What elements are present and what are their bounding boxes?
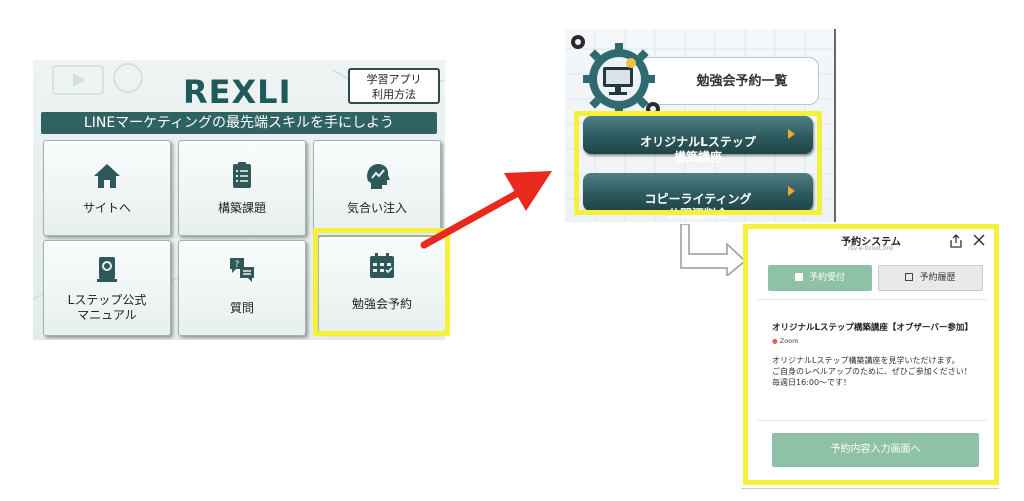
list-icon [905, 273, 914, 281]
manual-book-icon [44, 255, 170, 285]
tile-label: 質問 [229, 301, 254, 315]
study-list-title: 勉強会予約一覧 [635, 57, 819, 105]
go-to-reservation-form-button[interactable]: 予約内容入力画面へ [772, 433, 979, 467]
event-description: オリジナルLステップ構築講座を見学いただけます。 ご自身のレベルアップのために、… [772, 356, 972, 387]
grey-outline-arrow-icon [680, 224, 747, 276]
highlight-box-course-buttons [574, 111, 822, 215]
divider [757, 420, 987, 421]
tile-study-reservation[interactable]: 勉強会予約 [318, 236, 445, 332]
reservation-system-window: 予約システム rsv.e-ticket.link 予約受付 予約履歴 オリジナル… [743, 224, 999, 485]
tile-label: 勉強会予約 [351, 297, 412, 311]
chat-bubbles-icon: ? [179, 255, 305, 285]
rexli-logo: REXLI [183, 73, 292, 111]
play-arrow-icon [788, 129, 795, 139]
calendar-icon [319, 251, 445, 281]
original-lstep-course-button[interactable]: オリジナルLステップ 構築講座 [583, 116, 813, 164]
tile-label: 構築課題 [217, 201, 266, 215]
divider [741, 488, 999, 489]
house-icon [44, 161, 170, 191]
rexli-app-home: REXLI 学習アプリ 利用方法 LINEマーケティングの最先端スキルを手にしよ… [33, 60, 445, 340]
tile-lstep-manual[interactable]: Lステップ公式 マニュアル [43, 240, 171, 336]
tile-label: Lステップ公式 マニュアル [67, 293, 147, 322]
tile-site[interactable]: サイトへ [43, 140, 171, 236]
checklist-icon [179, 161, 305, 191]
learning-app-help-button[interactable]: 学習アプリ 利用方法 [348, 68, 440, 104]
event-location: ● Zoom [772, 337, 972, 345]
head-chart-icon [314, 161, 440, 191]
tile-questions[interactable]: ? 質問 [178, 240, 306, 336]
event-title: オリジナルLステップ構築講座【オブザーバー参加】 [772, 323, 973, 333]
tile-label: 気合い注入 [346, 201, 407, 215]
share-icon[interactable] [950, 234, 962, 248]
red-arrow-icon [420, 171, 552, 249]
button-label: オリジナルLステップ 構築講座 [640, 135, 756, 164]
tab-label: 予約履歴 [919, 273, 956, 283]
highlight-box-study-reservation [313, 228, 450, 336]
tile-build-assignment[interactable]: 構築課題 [178, 140, 306, 236]
location-label: Zoom [779, 337, 799, 345]
tagline-banner: LINEマーケティングの最先端スキルを手にしよう [41, 112, 437, 134]
location-pin-icon: ● [772, 337, 778, 345]
gear-monitor-icon [571, 35, 660, 116]
tile-motivation[interactable]: 気合い注入 [313, 140, 441, 236]
play-arrow-icon [788, 186, 795, 196]
divider [757, 299, 987, 300]
reservation-domain: rsv.e-ticket.link [848, 245, 894, 252]
tab-reservation-history[interactable]: 予約履歴 [878, 265, 983, 291]
calendar-icon [794, 273, 803, 281]
tile-label: サイトへ [82, 201, 131, 215]
reservation-system-title: 予約システム [841, 237, 901, 248]
tab-reservation-accept[interactable]: 予約受付 [768, 265, 872, 291]
copywriting-review-button[interactable]: コピーライティング 公開添削会 [583, 173, 813, 221]
tab-label: 予約受付 [808, 273, 845, 283]
svg-text:?: ? [235, 260, 240, 270]
study-session-list: 勉強会予約一覧 オリジナルLステップ 構築講座 コピーライティング 公開添削会 [565, 29, 836, 222]
close-icon[interactable] [973, 234, 985, 246]
